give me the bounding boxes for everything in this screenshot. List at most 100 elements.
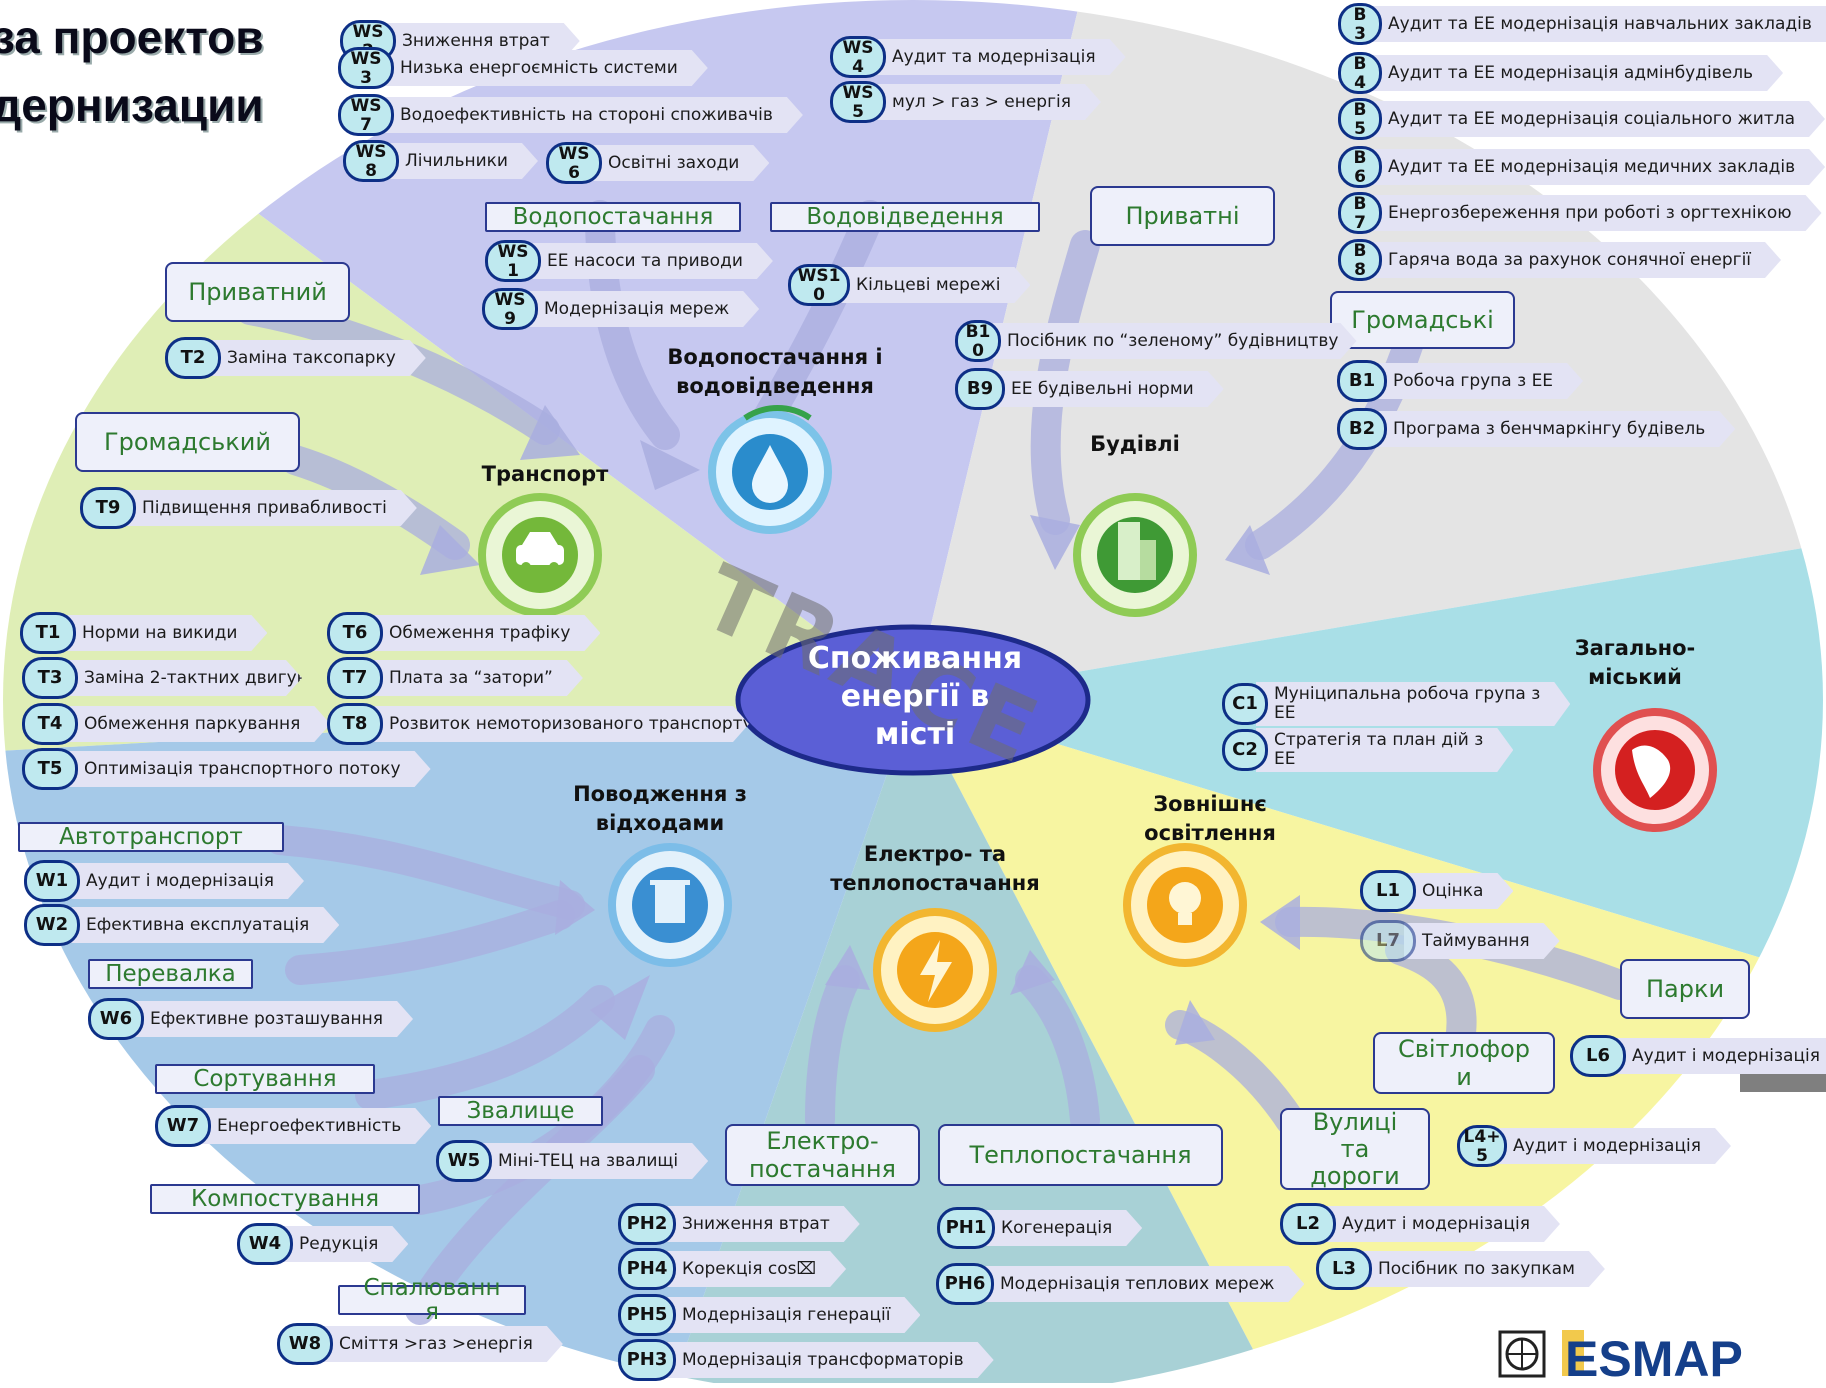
tag-code: T1 [20,612,76,654]
tag-code: B 7 [1338,192,1382,234]
tag-code: WS 1 [485,240,541,282]
tag-code: L7 [1360,920,1416,962]
category-traffic-lights[interactable]: Світлофор и [1373,1032,1555,1094]
tag-code: L4+ 5 [1457,1125,1507,1167]
tag-label: Заміна 2-тактних двигунів [66,660,302,696]
category-water-supply[interactable]: Водопостачання [485,202,741,232]
tag-label: Плата за “затори” [371,660,583,696]
tag-label: Кільцеві мережі [838,267,1030,303]
category-composting[interactable]: Компостування [150,1184,420,1214]
tag-label: Робоча група з ЕЕ [1375,363,1583,399]
category-sewerage[interactable]: Водовідведення [770,202,1040,232]
category-public-transport[interactable]: Громадський [75,412,300,472]
tag-code: T8 [327,703,383,745]
tag-label: Аудит та ЕЕ модернізація адмінбудівель [1370,55,1783,91]
sector-label-citywide: Загально- міський [1574,636,1696,689]
category-transfer[interactable]: Перевалка [88,959,253,989]
category-landfill[interactable]: Звалище [438,1096,603,1126]
esmap-logo: ESMAP [1565,1331,1743,1387]
tag-label: Енергозбереження при роботі з оргтехніко… [1370,195,1822,231]
center-ellipse [735,624,1091,776]
tag-code: B9 [955,368,1005,410]
category-vehicles[interactable]: Автотранспорт [18,822,284,852]
tag-label: Аудит та ЕЕ модернізація навчальних закл… [1370,6,1826,42]
sector-label-water: Водопостачання і водовідведення [667,345,883,398]
category-private-transport[interactable]: Приватний [165,262,350,322]
tag-code: W8 [277,1323,333,1365]
tag-label: Оцінка [1404,873,1513,909]
category-incineration[interactable]: Спалюванн я [338,1276,526,1324]
tag-code: WS 5 [830,81,886,123]
category-public-buildings[interactable]: Громадські [1330,291,1515,349]
tag-code: T3 [22,657,78,699]
lightning-icon [873,908,997,1032]
world-bank-logo-icon [1498,1330,1546,1378]
tag-code: PH4 [618,1248,676,1290]
category-sorting[interactable]: Сортування [155,1064,375,1094]
tag-code: B2 [1337,408,1387,450]
title-line-1: за проектов [0,11,264,63]
tag-code: L1 [1360,870,1416,912]
tag-label: Норми на викиди [64,615,267,651]
category-private-buildings[interactable]: Приватні [1090,186,1275,246]
category-heat[interactable]: Теплопостачання [938,1124,1223,1186]
category-parks[interactable]: Парки [1620,959,1750,1019]
tag-label: Модернізація теплових мереж [982,1266,1304,1302]
category-electricity[interactable]: Електро- постачання [725,1124,920,1186]
tag-code: B1 0 [955,320,1001,362]
tag-code: L2 [1280,1203,1336,1245]
category-streets[interactable]: Вулиці та дороги [1280,1108,1430,1190]
tag-label: Міні-ТЕЦ на звалищі [480,1143,708,1179]
tag-label: Лічильники [387,143,538,179]
